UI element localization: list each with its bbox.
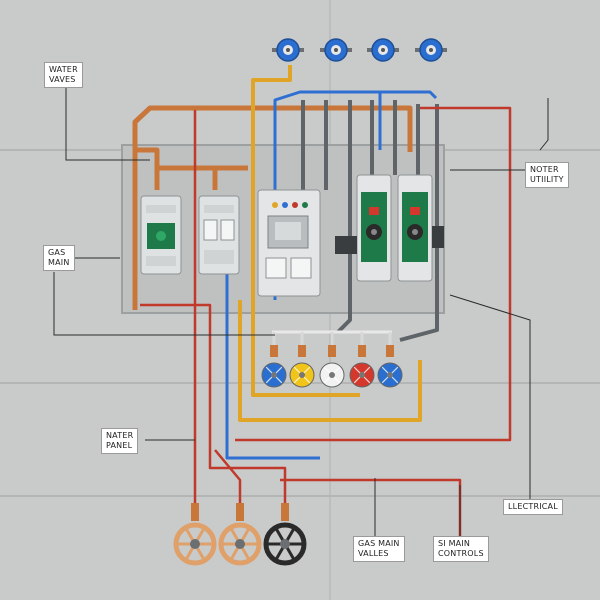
grey-conduits [301,100,439,342]
water-valves-label: WATER VAVES [44,62,83,88]
yellow-pipes [238,65,422,422]
color-valves [261,332,403,388]
breaker-box-2 [397,174,444,282]
color-valve-handle-icon [289,332,315,388]
meter-utility-label: NOTER UTIILITY [525,162,569,188]
handwheel-icon [173,503,217,566]
breaker-box-1 [335,174,392,282]
color-valve-handle-icon [377,332,403,388]
color-valve-handle-icon [261,332,287,388]
color-valve-handle-icon [319,332,345,388]
top-valves [272,38,447,62]
blue-valve-handle-icon [272,38,304,62]
blue-pipes [225,90,438,460]
blue-valve-handle-icon [415,38,447,62]
gas-main-valves-label: GAS MAIN VALLES [353,536,405,562]
blue-valve-handle-icon [320,38,352,62]
copper-pipes [132,105,413,310]
handwheel-icon [218,503,262,566]
water-panel-label: NATER PANEL [101,428,139,454]
gas-main-label: GAS MAIN [43,245,75,271]
blue-valve-handle-icon [367,38,399,62]
main-controls-label: SI MAIN CONTROLS [433,536,489,562]
leader-lines [53,87,549,542]
electrical-label: LLECTRICAL [503,499,563,515]
control-panel [257,189,321,297]
color-valve-handle-icon [349,332,375,388]
handwheel-icon [263,503,307,566]
water-meter-2 [198,195,240,275]
water-meter-1 [140,195,182,275]
gas-handwheels [173,503,307,566]
